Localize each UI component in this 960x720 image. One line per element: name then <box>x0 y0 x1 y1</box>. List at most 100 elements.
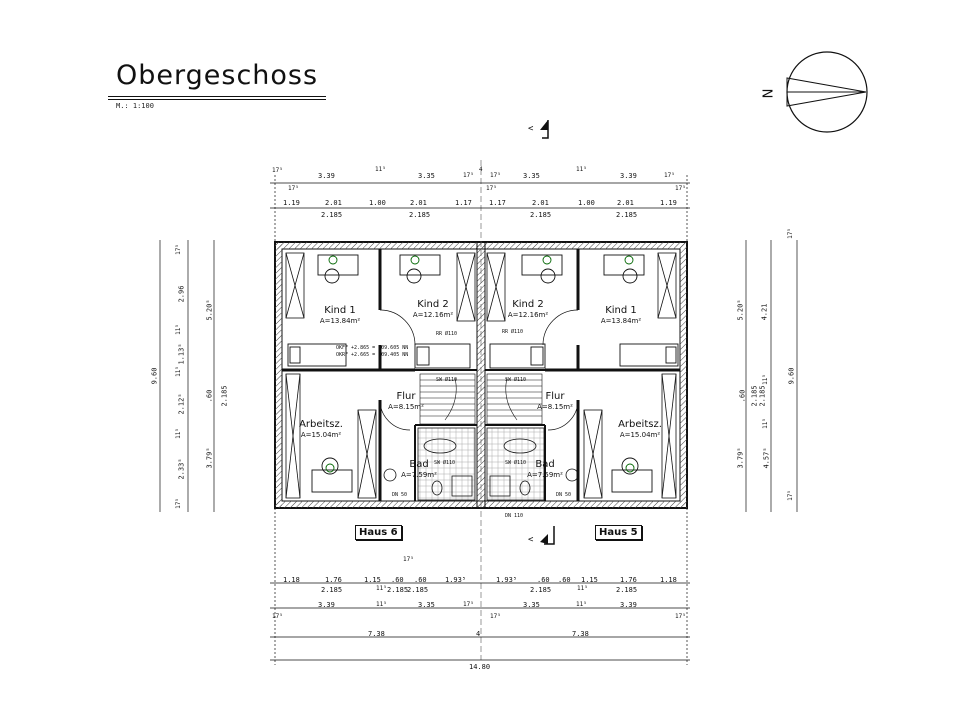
dim-label: 17⁵ <box>486 185 497 192</box>
dim-label: 17⁵ <box>786 490 794 501</box>
dim-label: 3.39 <box>318 601 335 609</box>
dim-label: .60 <box>738 389 747 403</box>
dim-label: 11⁵ <box>577 585 588 592</box>
dim-label: 2.185 <box>530 211 552 219</box>
dim-label: 14.80 <box>469 663 491 671</box>
svg-text:<: < <box>528 124 534 134</box>
dim-label: 2.185 <box>220 385 229 407</box>
dim-label: .60 <box>391 576 404 584</box>
svg-text:<: < <box>528 535 534 545</box>
house-tag-right: Haus 5 <box>595 525 642 540</box>
okrf-annotation: OKRF +2.665 = 109.405 NN <box>336 352 409 358</box>
dim-label: 3.35 <box>523 172 540 180</box>
dim-label: 17⁵ <box>174 244 182 255</box>
dim-label: .60 <box>414 576 427 584</box>
dim-label: 2.185 <box>530 586 552 594</box>
dim-label: 2.01 <box>325 199 342 207</box>
dim-label: 17⁵ <box>675 185 686 192</box>
dim-label: 2.185 <box>387 586 409 594</box>
dim-label: 11⁵ <box>375 166 386 173</box>
dim-label: 1.17 <box>455 199 472 207</box>
dim-label: 9.60 <box>787 367 796 385</box>
dim-label: 17⁵ <box>272 613 283 620</box>
dim-label: 4.57⁵ <box>762 447 771 469</box>
dim-label: 2.01 <box>410 199 427 207</box>
rr-annotation-left: RR Ø110 <box>436 331 458 337</box>
dim-label: 4 <box>479 166 483 173</box>
dim-label: 9.60 <box>150 367 159 385</box>
dim-label: 1.76 <box>620 576 637 584</box>
dim-label: 1.93⁵ <box>445 576 467 584</box>
dim-label: 2.185 <box>321 586 343 594</box>
dim-label: 1.19 <box>283 199 300 207</box>
dim-label: 11⁵ <box>761 418 769 429</box>
dim-label: 2.185 <box>321 211 343 219</box>
dim-label: 11⁵ <box>376 601 387 608</box>
dim-label: 5.20⁵ <box>736 299 745 321</box>
dim-label: 11⁵ <box>761 374 769 385</box>
section-marker-top-icon: < <box>528 120 549 139</box>
dim-label: 17⁵ <box>490 172 501 179</box>
dim-label: 3.39 <box>620 172 637 180</box>
dim-label: 2.185 <box>616 586 638 594</box>
dim-label: 7.38 <box>572 630 589 638</box>
dim-label: 5.20⁵ <box>205 299 214 321</box>
room-arbeitsz-right: Arbeitsz.A=15.04m² <box>618 419 662 439</box>
dim-label: 2.12⁵ <box>177 393 186 415</box>
desks <box>311 254 653 493</box>
dim-label: 1.00 <box>578 199 595 207</box>
dim-label: 1.19 <box>660 199 677 207</box>
rr-annotation-right: RR Ø110 <box>502 329 524 335</box>
stairs <box>419 373 543 425</box>
dim-label: 2.01 <box>532 199 549 207</box>
dim-label: 17⁵ <box>490 613 501 620</box>
beds <box>287 343 679 369</box>
dim-label: 1.17 <box>489 199 506 207</box>
dn50-annotation-left: DN 50 <box>392 492 408 498</box>
dim-label: 11⁵ <box>174 324 182 335</box>
dim-label: 17⁵ <box>288 185 299 192</box>
dim-label: 17⁵ <box>664 172 675 179</box>
dim-label: 1.15 <box>581 576 598 584</box>
title-underline-second <box>108 99 326 100</box>
sw-bad-annotation-right: SW Ø110 <box>505 460 527 466</box>
dim-label: 17⁵ <box>786 228 794 239</box>
dim-label: 2.185 <box>409 211 431 219</box>
dn110-annotation: DN 110 <box>505 513 524 519</box>
title-underline <box>108 96 326 97</box>
dim-label: 11⁵ <box>576 601 587 608</box>
dim-label: 3.39 <box>620 601 637 609</box>
dim-label: 4 <box>476 630 481 638</box>
dim-label: 17⁵ <box>463 172 474 179</box>
dim-label: 17⁵ <box>403 556 414 563</box>
dim-label: 3.35 <box>523 601 540 609</box>
dim-label: 1.93⁵ <box>496 576 518 584</box>
dim-label: 11⁵ <box>576 166 587 173</box>
dim-label: 1.18 <box>283 576 300 584</box>
building-walls <box>274 160 688 660</box>
sw-bad-annotation-left: SW Ø110 <box>434 460 456 466</box>
bathrooms <box>383 427 579 501</box>
dim-label: 11⁵ <box>174 428 182 439</box>
dim-label: .60 <box>205 389 214 403</box>
dim-label: 17⁵ <box>463 601 474 608</box>
dim-label: .60 <box>537 576 550 584</box>
dim-label: 3.39 <box>318 172 335 180</box>
north-arrow-icon <box>786 51 868 133</box>
dim-label: 17⁵ <box>272 167 283 174</box>
room-arbeitsz-left: Arbeitsz.A=15.04m² <box>299 419 343 439</box>
dim-label: 11⁵ <box>376 585 387 592</box>
dim-label: 2.96 <box>177 285 186 303</box>
sw-annotation-right: SW Ø110 <box>505 377 527 383</box>
dim-label: 2.185 <box>407 586 429 594</box>
dim-label: 17⁵ <box>675 613 686 620</box>
dim-label: 17⁵ <box>174 498 182 509</box>
dim-label: 2.185 <box>758 385 767 407</box>
